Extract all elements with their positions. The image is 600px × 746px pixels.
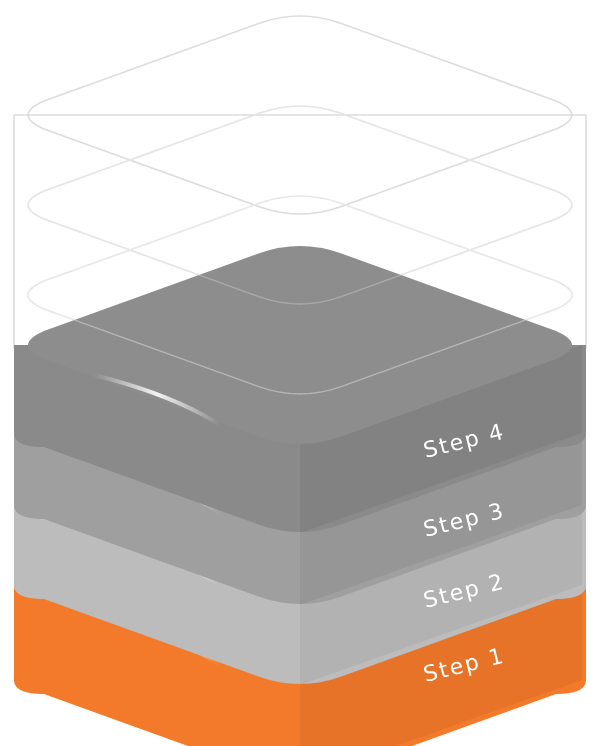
empty-layer-5-outline xyxy=(27,15,573,215)
step-4-sheen xyxy=(92,373,222,427)
step-2-right-face xyxy=(300,505,582,685)
step-4-slab xyxy=(14,246,586,533)
ghost-outlines xyxy=(27,105,573,395)
step-1-right-face xyxy=(300,585,582,746)
step-4-top xyxy=(28,246,572,444)
filled-layers xyxy=(14,105,586,746)
step-3-right-face xyxy=(300,433,582,605)
step-4-right-face xyxy=(300,345,582,533)
